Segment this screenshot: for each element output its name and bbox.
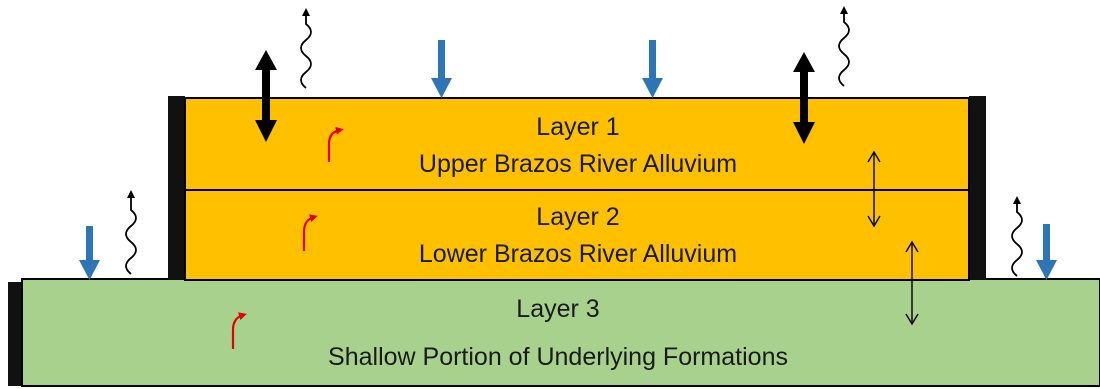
evapotranspiration-wavy-arrow-icon xyxy=(1011,196,1023,277)
layer-3-name: Shallow Portion of Underlying Formations xyxy=(328,343,788,371)
layer-1-body xyxy=(184,97,970,191)
evapotranspiration-wavy-arrow-icon xyxy=(125,190,137,275)
recharge-arrow-icon xyxy=(79,226,100,280)
layer-2-title: Layer 2 xyxy=(536,203,619,231)
vertical-flow-arrow-icon xyxy=(905,240,919,326)
layer-1-name: Upper Brazos River Alluvium xyxy=(419,150,737,178)
lateral-flow-arrow-icon xyxy=(302,214,318,251)
layer-1-title: Layer 1 xyxy=(536,113,619,141)
exchange-double-arrow-icon xyxy=(255,50,277,142)
layer-2-name: Lower Brazos River Alluvium xyxy=(419,240,737,268)
recharge-arrow-icon xyxy=(642,40,663,98)
recharge-arrow-icon xyxy=(1036,224,1057,280)
left-boundary-bar xyxy=(168,96,185,280)
recharge-arrow-icon xyxy=(431,40,452,98)
lateral-flow-arrow-icon xyxy=(231,312,247,349)
layer-3-block xyxy=(8,282,22,386)
lateral-flow-arrow-icon xyxy=(327,126,344,162)
layer-3-title: Layer 3 xyxy=(516,295,599,323)
layer-3-body xyxy=(21,278,1100,387)
right-boundary-bar xyxy=(969,96,986,280)
layer-2-body xyxy=(184,189,970,281)
exchange-double-arrow-icon xyxy=(793,52,815,144)
vertical-flow-arrow-icon xyxy=(867,150,881,228)
evapotranspiration-wavy-arrow-icon xyxy=(300,8,312,89)
evapotranspiration-wavy-arrow-icon xyxy=(838,6,850,87)
